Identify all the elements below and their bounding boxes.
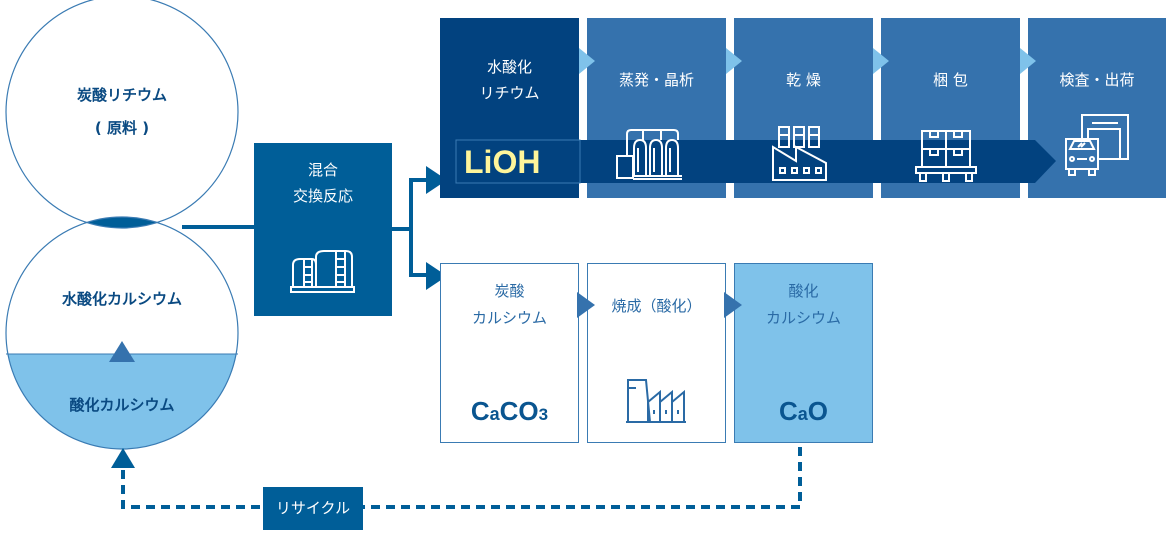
caco3-co: CO: [499, 396, 539, 426]
lioh-band-arrow: [456, 140, 1056, 183]
factory-icon: [772, 126, 827, 181]
lioh-formula: LiOH: [464, 144, 541, 180]
kiln-factory-icon: [626, 379, 686, 423]
caco3-formula: CaCO3: [441, 396, 578, 427]
lioh-band-outline: [455, 139, 581, 184]
pallet-boxes-icon: [915, 130, 977, 182]
cao-o: O: [807, 396, 829, 426]
step-evaporation-label: 蒸発・晶析: [618, 71, 694, 89]
recycle-label: リサイクル: [275, 499, 351, 517]
caco3-line1: 炭酸: [494, 282, 525, 300]
raw-material-subtitle: ( 原料 ): [94, 119, 150, 137]
caco3-ca: C: [470, 396, 490, 426]
arrow-to-lioh-icon: [426, 166, 447, 194]
step-arrow-icon: [577, 292, 595, 318]
connector-to-lioh: [390, 178, 428, 231]
step-arrow-icon: [1020, 48, 1036, 74]
calcium-carbonate-box: 炭酸 カルシウム CaCO3: [440, 263, 579, 443]
step-arrow-icon: [579, 48, 595, 74]
recycle-label-box: リサイクル: [263, 487, 363, 530]
step-packing-label: 梱 包: [933, 71, 968, 89]
cao-line2: カルシウム: [765, 309, 841, 327]
arrow-to-caco3-icon: [426, 262, 447, 290]
calcination-box: 焼成（酸化）: [587, 263, 726, 443]
calcium-hydroxide-label: 水酸化カルシウム: [61, 290, 182, 308]
caco3-line2: カルシウム: [471, 309, 547, 327]
mixing-line1: 混合: [307, 161, 338, 179]
raw-material-title: 炭酸リチウム: [76, 86, 167, 104]
cao-line1: 酸化: [788, 282, 819, 300]
calcination-label: 焼成（酸化）: [611, 297, 702, 315]
step-arrow-icon: [724, 292, 742, 318]
lioh-line1: 水酸化: [486, 58, 532, 76]
calcium-hydroxide-circle: [5, 216, 239, 450]
step-drying-label: 乾 燥: [786, 71, 821, 89]
mixing-exchange-box: 混合 交換反応: [254, 143, 392, 316]
step-arrow-icon: [873, 48, 889, 74]
step-inspection-label: 検査・出荷: [1059, 71, 1135, 89]
recycle-arrow-icon: [111, 448, 135, 468]
calcium-oxide-box: 酸化 カルシウム CaO: [734, 263, 873, 443]
calcium-oxide-label: 酸化カルシウム: [69, 396, 175, 414]
cao-c: C: [778, 396, 798, 426]
caco3-sub: 3: [538, 405, 549, 424]
cao-a: a: [797, 404, 808, 424]
lioh-line2: リチウム: [479, 84, 540, 102]
step-arrow-icon: [726, 48, 742, 74]
cao-formula: CaO: [735, 396, 872, 427]
up-arrow-icon: [109, 341, 135, 362]
recycle-path: [121, 447, 802, 509]
truck-warehouse-icon: [1065, 114, 1129, 176]
tank-icon: [290, 250, 355, 293]
connector-to-caco3: [409, 229, 428, 277]
caco3-a: a: [489, 404, 500, 424]
mixing-line2: 交換反応: [292, 187, 353, 205]
evaporator-icon: [616, 129, 682, 180]
raw-material-circle: [5, 0, 239, 229]
